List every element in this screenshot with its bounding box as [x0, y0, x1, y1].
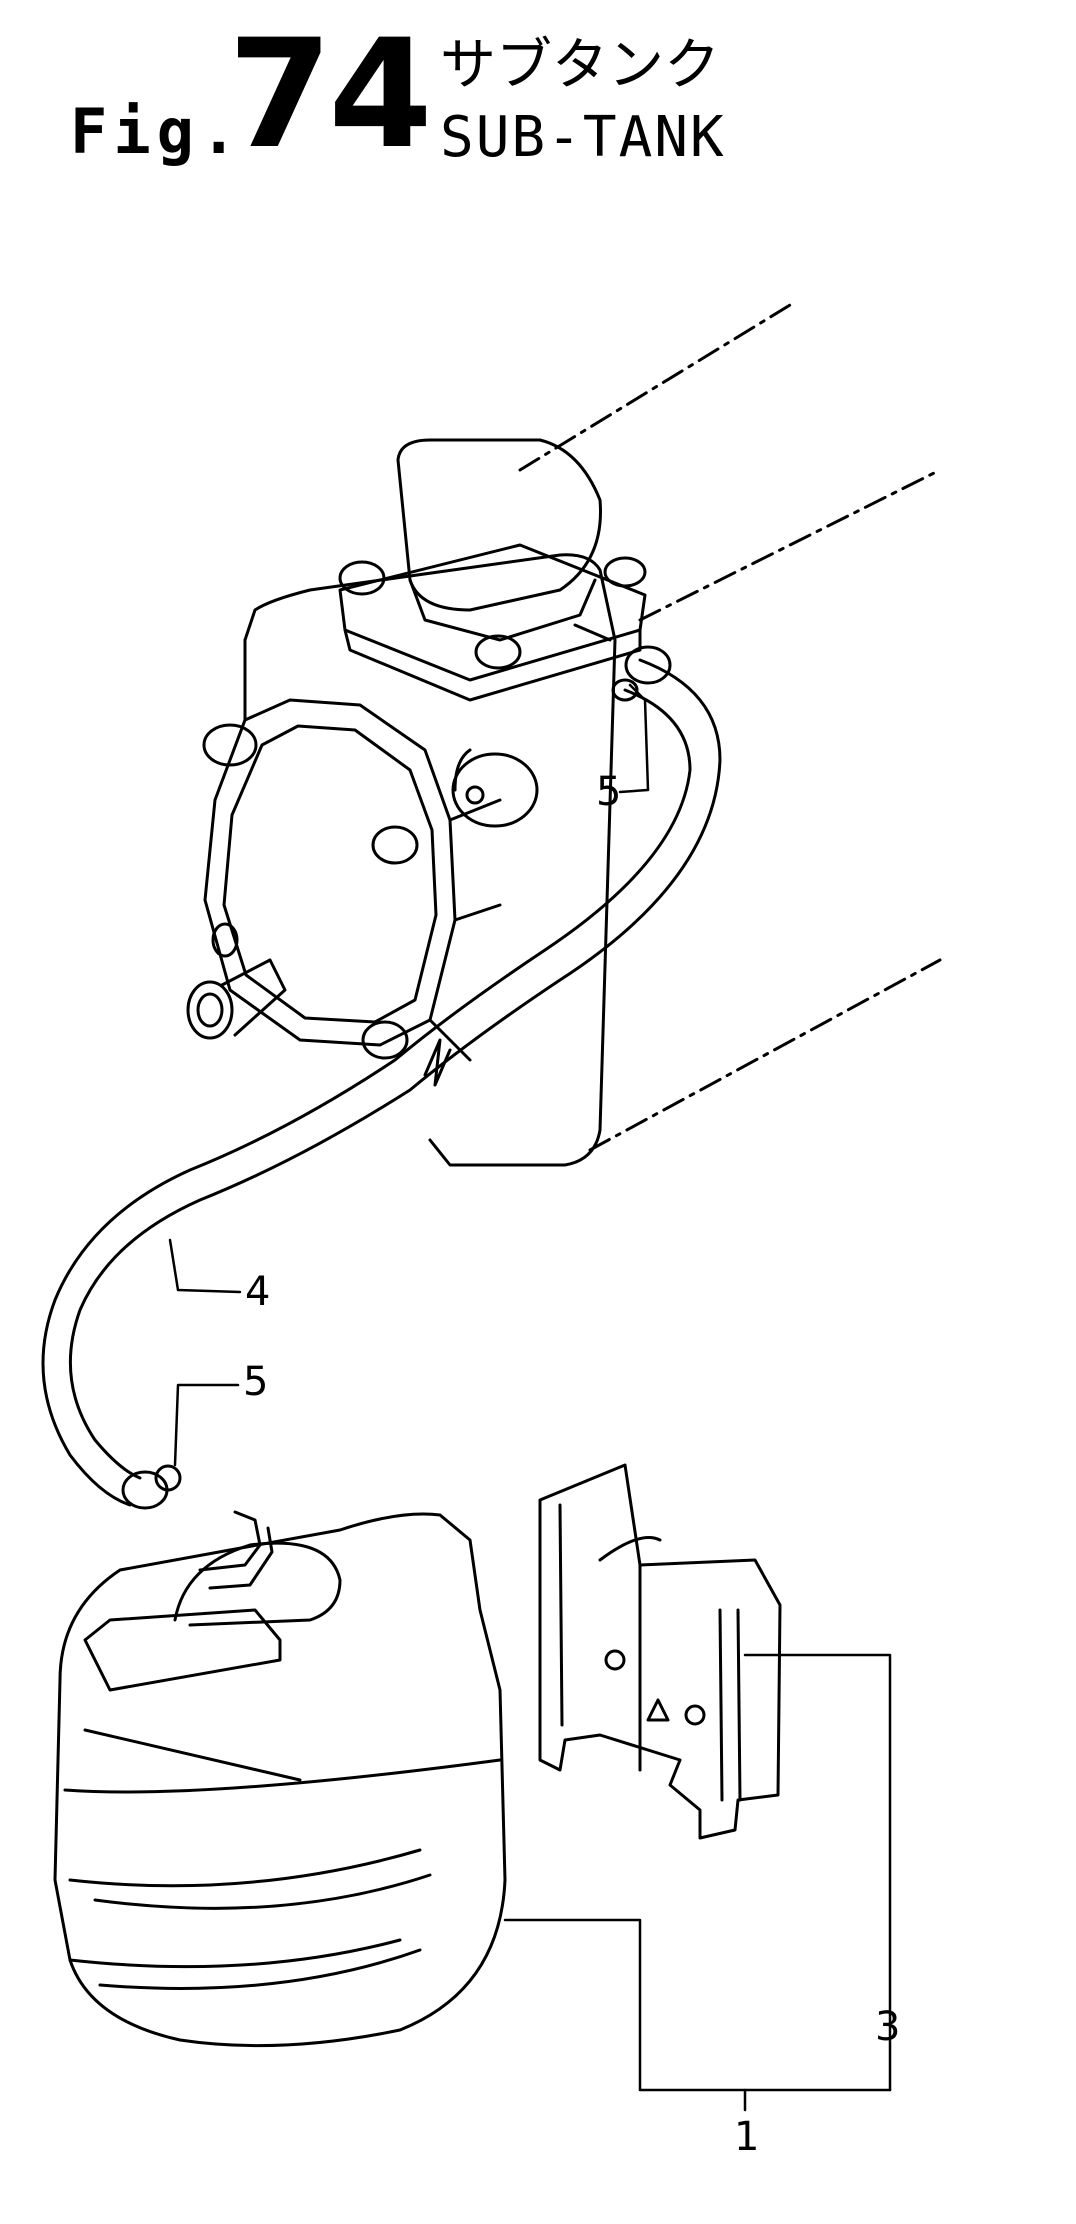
figure-title-english: SUB-TANK [440, 105, 726, 170]
figure-title-japanese: サブタンク [440, 33, 720, 98]
hose-clamp-upper [611, 645, 672, 702]
figure-number: 74 [228, 8, 433, 182]
callout-4: 4 [245, 1269, 270, 1315]
hose [41, 658, 722, 1507]
leader-lines [168, 683, 892, 2112]
engine-block-outline [518, 303, 942, 1152]
sub-tank [53, 1510, 507, 2048]
callout-3: 3 [875, 2004, 900, 2050]
hose-clamp-lower [121, 1464, 182, 1510]
pump-housing [186, 553, 617, 1167]
figure-header: Fig. 74 サブタンク SUB-TANK [0, 0, 1076, 200]
callout-5-lower: 5 [243, 1359, 268, 1405]
tank-bracket [538, 1463, 782, 1840]
callout-1: 1 [734, 2114, 759, 2160]
callout-5-upper: 5 [596, 769, 621, 815]
filler-cap-assembly [338, 438, 647, 702]
figure-prefix: Fig. [70, 95, 244, 168]
